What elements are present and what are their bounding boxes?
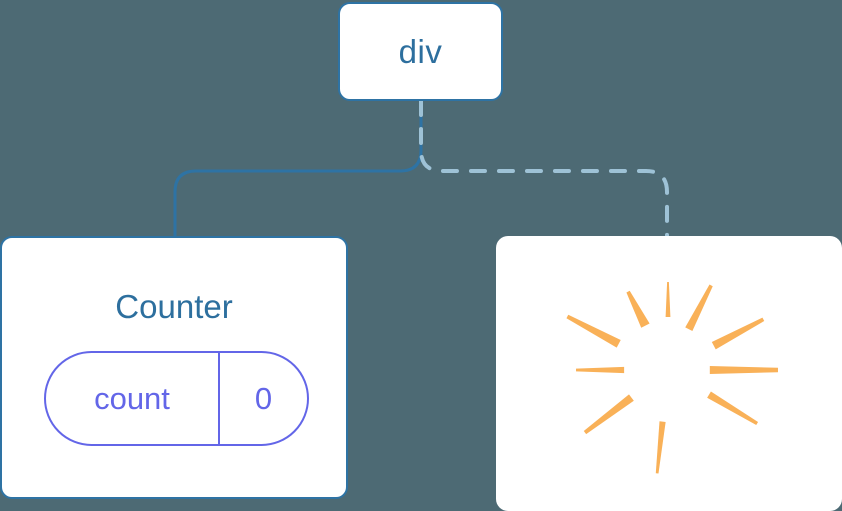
sparkle-ray-5 bbox=[709, 366, 778, 374]
sparkle-ray-4 bbox=[576, 366, 625, 374]
node-counter-label: Counter bbox=[115, 288, 233, 325]
sparkle-ray-9 bbox=[655, 421, 666, 474]
sparkle-ray-6 bbox=[711, 317, 765, 350]
sparkle-ray-0 bbox=[685, 284, 713, 331]
prop-value: 0 bbox=[254, 381, 273, 416]
sparkle-ray-7 bbox=[707, 391, 759, 426]
node-render-burst[interactable] bbox=[496, 236, 842, 511]
edge-div-to-sparkle bbox=[419, 99, 669, 240]
node-div[interactable]: div bbox=[338, 2, 503, 101]
node-div-label: div bbox=[398, 33, 443, 70]
node-counter[interactable]: Counter count 0 bbox=[0, 236, 348, 499]
edge-div-to-counter bbox=[173, 99, 423, 240]
sparkle-rays bbox=[566, 282, 778, 474]
sparkle-ray-1 bbox=[665, 282, 671, 318]
prop-pill-count[interactable]: count 0 bbox=[44, 351, 309, 446]
render-burst-icon bbox=[566, 282, 778, 474]
sparkle-ray-8 bbox=[583, 394, 634, 435]
prop-name: count bbox=[46, 353, 220, 444]
sparkle-ray-2 bbox=[626, 290, 650, 328]
sparkle-ray-3 bbox=[566, 314, 621, 348]
